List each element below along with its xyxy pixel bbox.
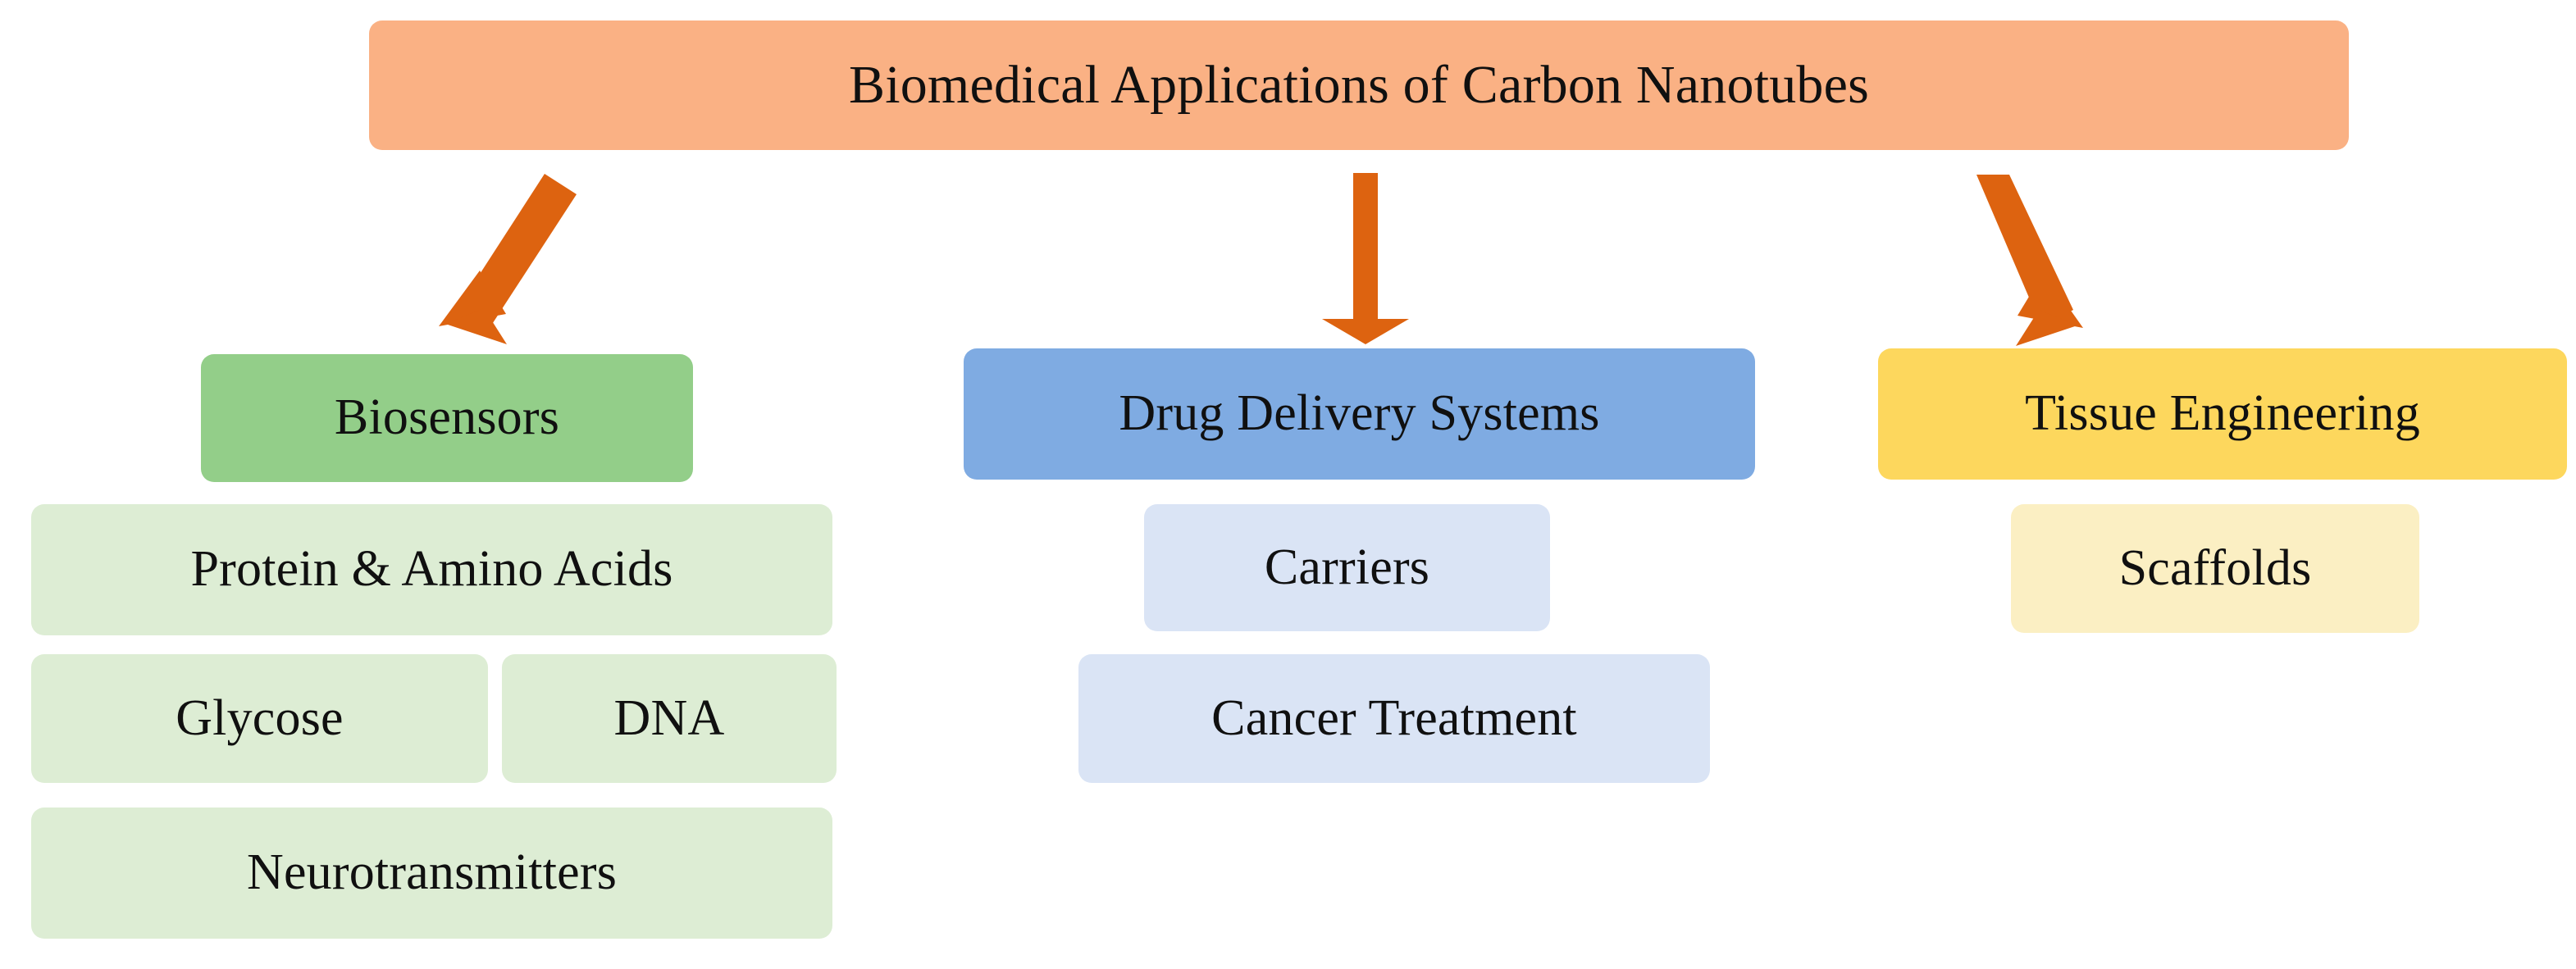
category-node-biosensors: Biosensors [201, 354, 693, 482]
down-arrow [1322, 173, 1409, 344]
leaf-node-glycose: Glycose [31, 654, 488, 783]
leaf-node-neurotransmitters: Neurotransmitters [31, 808, 832, 939]
down-left-arrow [439, 174, 577, 344]
root-node-biomedical-applications: Biomedical Applications of Carbon Nanotu… [369, 20, 2349, 150]
leaf-node-protein-amino-acids: Protein & Amino Acids [31, 504, 832, 635]
category-node-drug-delivery-systems: Drug Delivery Systems [964, 348, 1755, 480]
down-right-arrow [1976, 175, 2083, 346]
leaf-node-carriers: Carriers [1144, 504, 1550, 631]
leaf-node-dna: DNA [502, 654, 837, 783]
category-node-tissue-engineering: Tissue Engineering [1878, 348, 2567, 480]
leaf-node-cancer-treatment: Cancer Treatment [1078, 654, 1710, 783]
leaf-node-scaffolds: Scaffolds [2011, 504, 2419, 633]
